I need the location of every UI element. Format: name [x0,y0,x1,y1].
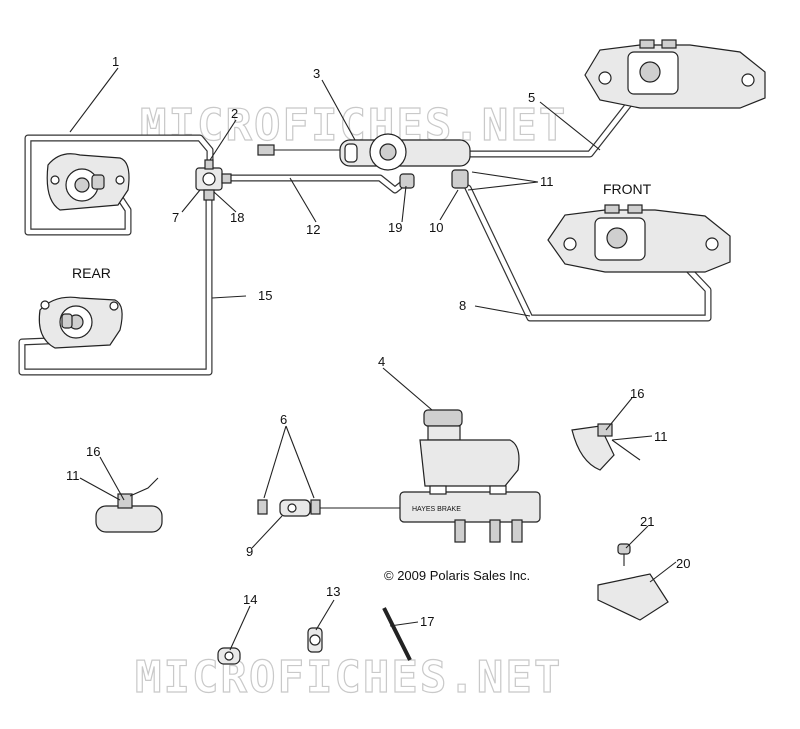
callout-21: 21 [640,514,654,529]
front-caliper-bottom [547,204,731,273]
clip-20 [597,573,669,621]
callout-numbers: 1 2 3 4 5 6 7 8 9 10 11 11 11 12 13 14 1… [66,54,690,629]
banjo-fitting-right [571,423,641,471]
callout-14: 14 [243,592,257,607]
callout-17: 17 [420,614,434,629]
callout-6: 6 [280,412,287,427]
callout-15: 15 [258,288,272,303]
fitting-14 [217,647,241,665]
brake-line-8 [464,184,712,322]
rear-label: REAR [72,265,111,281]
callout-20: 20 [676,556,690,571]
rear-caliper-top [46,153,130,211]
callout-11-front: 11 [540,174,554,189]
master-cylinder-brand: HAYES BRAKE [412,506,461,513]
callout-5: 5 [528,90,535,105]
callout-2: 2 [231,106,238,121]
callout-10: 10 [429,220,443,235]
front-master-cylinder [257,133,471,189]
copyright-notice: © 2009 Polaris Sales Inc. [384,568,530,583]
callout-1: 1 [112,54,119,69]
rear-caliper-bottom [38,296,123,349]
callout-8: 8 [459,298,466,313]
callout-16-right: 16 [630,386,644,401]
banjo-fitting-left [95,477,163,533]
callout-3: 3 [313,66,320,81]
callout-16-left: 16 [86,444,100,459]
callout-9: 9 [246,544,253,559]
callout-13: 13 [326,584,340,599]
callout-4: 4 [378,354,385,369]
brake-line-1 [24,134,214,236]
fitting-13 [307,627,323,653]
watermark-bottom: MICROFICHES.NET [135,652,562,703]
rod-17 [382,607,412,661]
callout-11-right: 11 [654,429,668,444]
junction-block [195,159,232,201]
callout-7: 7 [172,210,179,225]
rear-master-cylinder: HAYES BRAKE [318,409,541,543]
leader-lines [69,67,677,651]
brake-line-15 [18,191,213,376]
callout-18: 18 [230,210,244,225]
front-label: FRONT [603,181,652,197]
callout-12: 12 [306,222,320,237]
front-caliper-top [584,39,766,109]
clevis-assembly [257,499,321,517]
callout-19: 19 [388,220,402,235]
brake-line-12 [218,174,409,194]
screw-21 [617,543,631,566]
callout-11-left: 11 [66,468,80,483]
